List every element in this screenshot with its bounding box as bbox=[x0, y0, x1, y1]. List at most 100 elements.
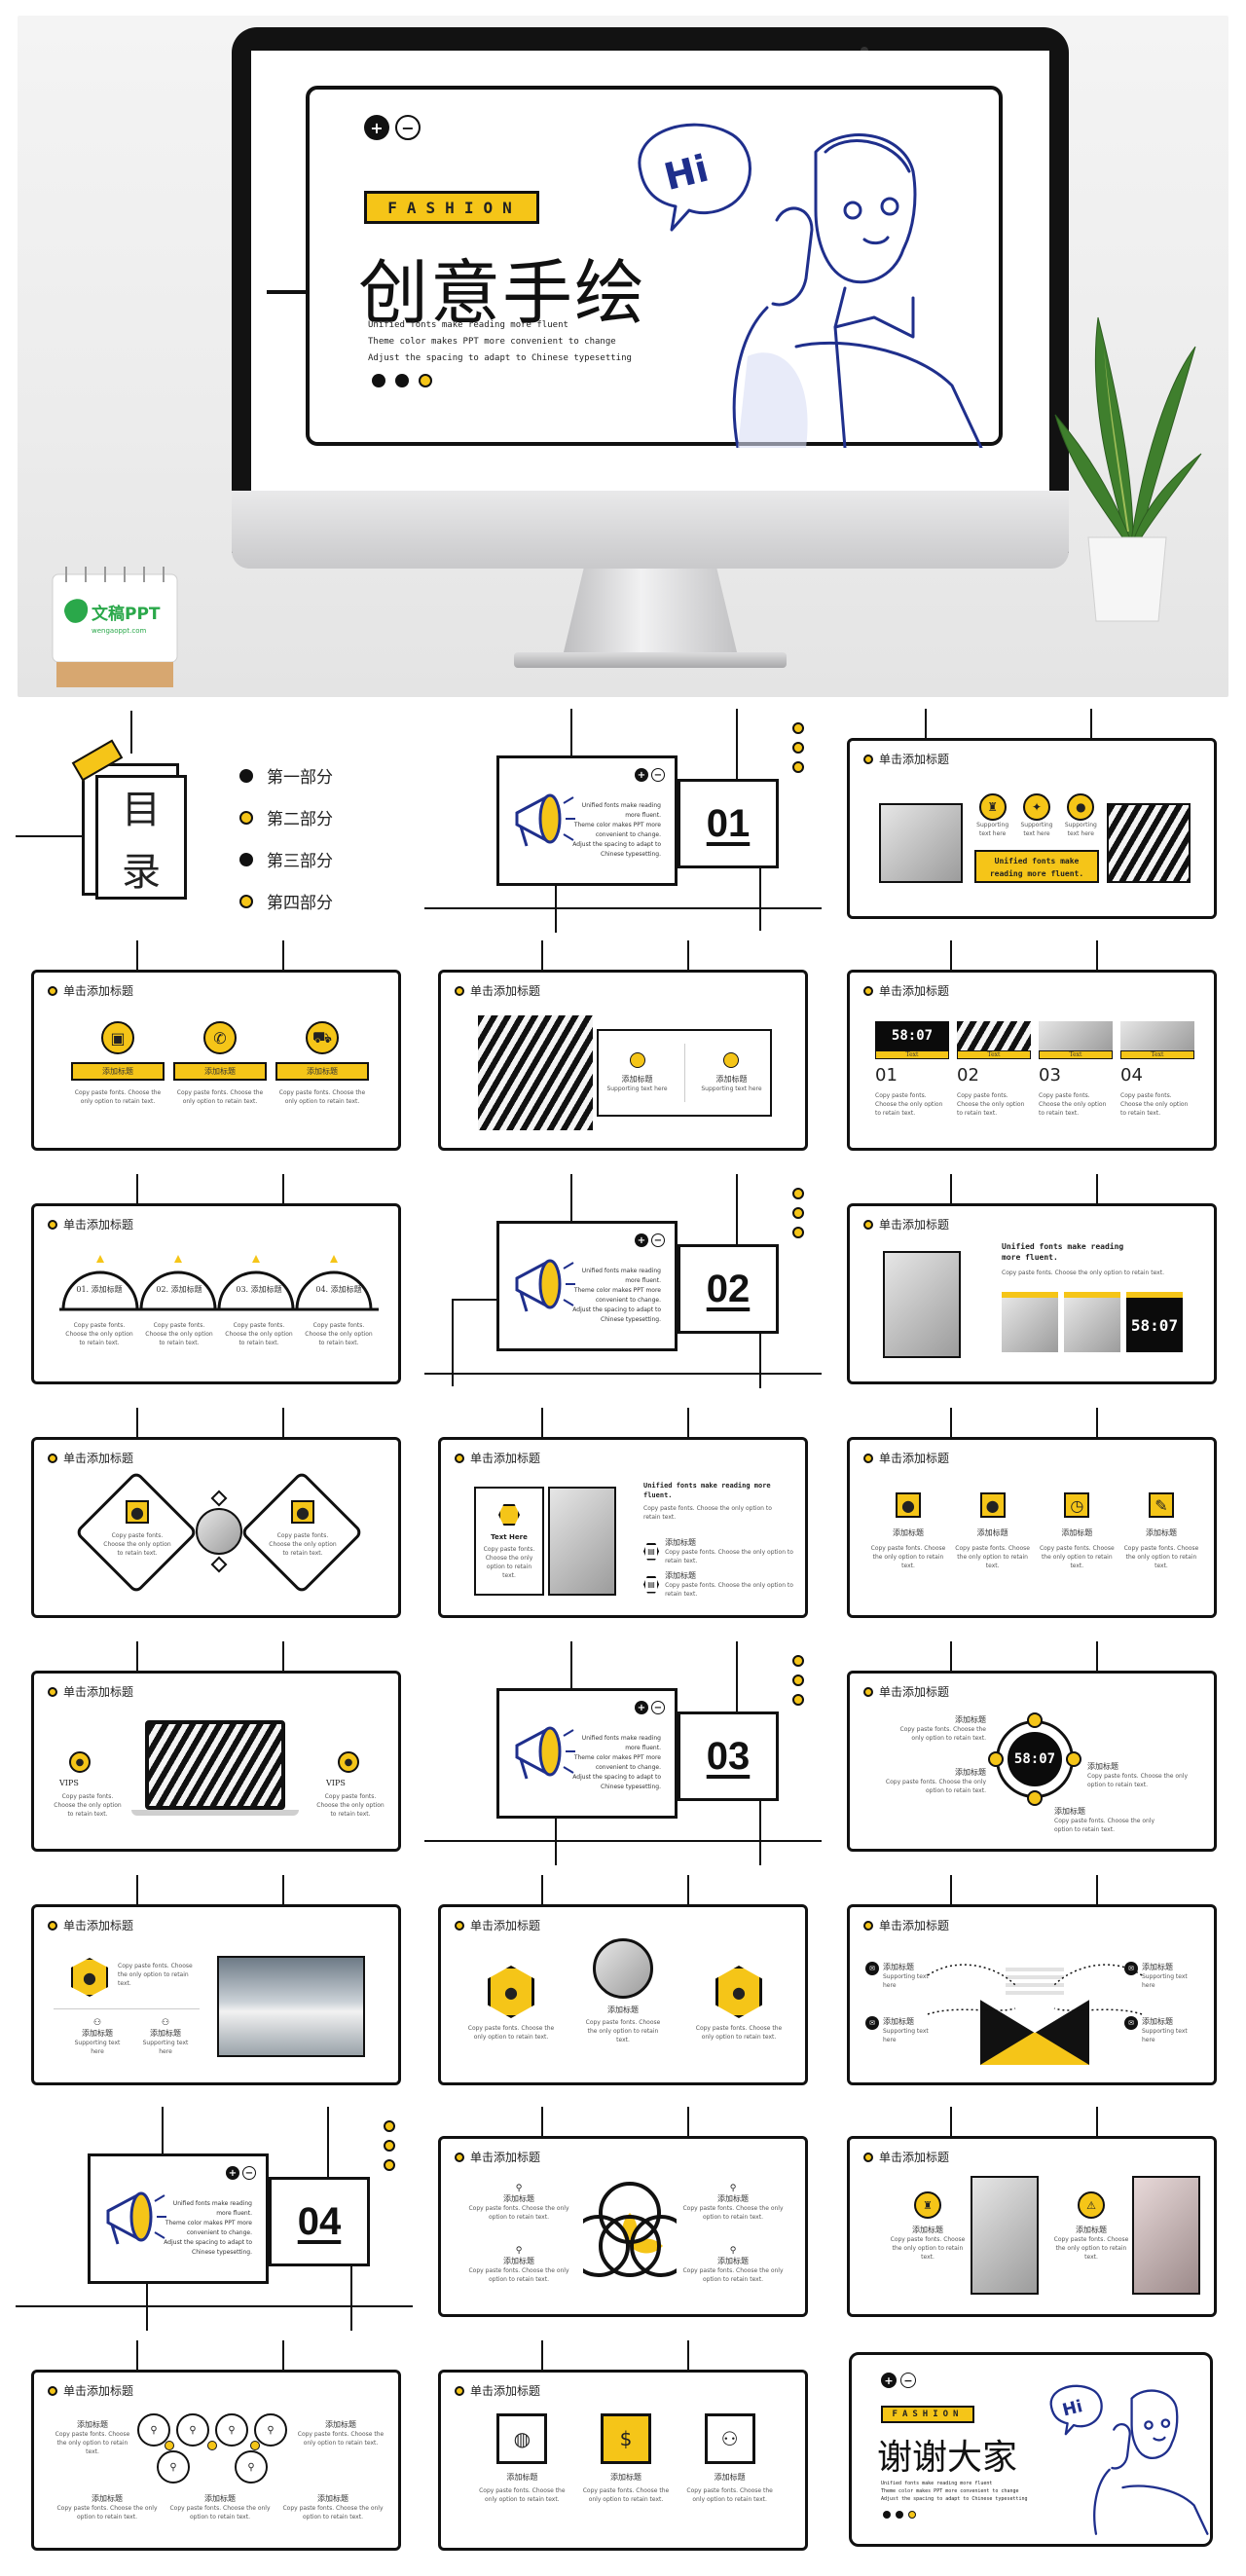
support-text: Supporting text here bbox=[1142, 2028, 1188, 2043]
headphone-photo bbox=[971, 2176, 1039, 2295]
body-text: Copy paste fonts. Choose the only option… bbox=[955, 1545, 1031, 1569]
org-chart-icon: ⚲ bbox=[729, 2246, 737, 2256]
body-text: Copy paste fonts. Choose the only option… bbox=[55, 2431, 130, 2455]
bullet-dot bbox=[239, 894, 253, 908]
plus-minus-icons: +− bbox=[881, 2373, 916, 2388]
support-text: Supporting text here bbox=[1064, 822, 1097, 837]
org-chart-icon: ⚲ bbox=[157, 2450, 190, 2484]
banner-line: reading more fluent. bbox=[989, 869, 1084, 878]
section-line bbox=[759, 1778, 761, 1865]
toc-item[interactable]: 第二部分 bbox=[239, 805, 333, 829]
tick-line bbox=[687, 940, 689, 970]
bullet-dot bbox=[239, 768, 253, 783]
section-number-card: 04 bbox=[269, 2177, 370, 2266]
ring-node bbox=[988, 1751, 1004, 1767]
body-text: Copy paste fonts. Choose the only option… bbox=[899, 1726, 986, 1742]
slide-closing[interactable]: +− FASHION 谢谢大家 Unified fonts make readi… bbox=[849, 2352, 1213, 2547]
dot bbox=[384, 2120, 395, 2132]
slide-four-arches[interactable]: 单击添加标题 01. 添加标题 02. 添加标题 03. 添加标题 04. 添加… bbox=[31, 1203, 401, 1384]
slide-title-text: 单击添加标题 bbox=[63, 1218, 134, 1232]
section-number-card: 01 bbox=[678, 779, 779, 868]
train-photo bbox=[217, 1956, 365, 2057]
toc-item[interactable]: 第四部分 bbox=[239, 889, 333, 913]
card-title: Text Here bbox=[491, 1533, 528, 1541]
toc-item[interactable]: 第一部分 bbox=[239, 763, 333, 788]
section-text-line: Adjust the spacing to adapt to Chinese t… bbox=[572, 841, 661, 858]
slide-text-cards[interactable]: 单击添加标题 Text Here Copy paste fonts. Choos… bbox=[438, 1437, 808, 1618]
subtitle-line: Unified fonts make reading more fluent bbox=[368, 320, 568, 330]
section-text-line: Adjust the spacing to adapt to Chinese t… bbox=[572, 1306, 661, 1323]
slide-title-text: 单击添加标题 bbox=[879, 1218, 950, 1232]
section-line bbox=[759, 1310, 761, 1388]
icon-block: ●Supporting text here bbox=[1061, 793, 1100, 838]
user-icon: ● bbox=[338, 1751, 359, 1773]
slide-image-icons[interactable]: 单击添加标题 ♜Supporting text here ✦Supporting… bbox=[847, 738, 1217, 919]
dot bbox=[250, 2441, 260, 2450]
strip-item bbox=[1064, 1292, 1120, 1352]
section-line bbox=[146, 2280, 148, 2331]
org-chart-icon: ⚲ bbox=[729, 2184, 737, 2193]
body-text: Copy paste fonts. Choose the only option… bbox=[1087, 1773, 1189, 1788]
support-text: Supporting text here bbox=[74, 2040, 121, 2055]
slide-title-text: 单击添加标题 bbox=[879, 1685, 950, 1699]
user-chart-icon: ● bbox=[488, 1966, 534, 2018]
tick-line bbox=[950, 940, 952, 970]
dot bbox=[883, 2511, 891, 2519]
section-number: 04 bbox=[297, 2199, 342, 2243]
support-text: Supporting text here bbox=[883, 2028, 929, 2043]
tick-line bbox=[950, 1408, 952, 1437]
tick-line bbox=[541, 1408, 543, 1437]
diagram-label: 添加标题 bbox=[955, 1715, 986, 1724]
section-card: +− Unified fonts make reading more fluen… bbox=[496, 755, 678, 886]
megaphone-icon bbox=[515, 1259, 575, 1312]
slide-hexagons[interactable]: 单击添加标题 ● Copy paste fonts. Choose the on… bbox=[438, 1904, 808, 2085]
headphone-photo bbox=[883, 1251, 961, 1358]
section-number-card: 02 bbox=[678, 1244, 779, 1334]
divider bbox=[54, 2008, 200, 2009]
headphone-photo bbox=[593, 1938, 653, 1999]
slide-train[interactable]: 单击添加标题 ● Copy paste fonts. Choose the on… bbox=[31, 1904, 401, 2085]
slide-diamonds[interactable]: 单击添加标题 ● ● Copy paste fonts. Choose the … bbox=[31, 1437, 401, 1618]
body-text: Copy paste fonts. Choose the only option… bbox=[118, 1963, 193, 1987]
support-text: Supporting text here bbox=[883, 1973, 929, 1989]
section-line bbox=[350, 2243, 352, 2331]
plus-minus-icons: +− bbox=[635, 1701, 665, 1714]
hero-mockup: + − FASHION 创意手绘 Unified fonts make read… bbox=[18, 16, 1228, 697]
fashion-badge: FASHION bbox=[364, 191, 539, 224]
heading-line: Unified fonts make reading bbox=[1002, 1242, 1124, 1251]
arch-row bbox=[59, 1255, 379, 1311]
tick-line bbox=[136, 1408, 138, 1437]
item-label: 添加标题 bbox=[1142, 1963, 1173, 1971]
slide-laptop[interactable]: 单击添加标题 ● VIPS Copy paste fonts. Choose t… bbox=[31, 1671, 401, 1852]
logo-url: wengaoppt.com bbox=[92, 627, 146, 635]
label-bar: 添加标题 bbox=[173, 1062, 267, 1081]
slide-title: 单击添加标题 bbox=[48, 982, 133, 999]
toc-item[interactable]: 第三部分 bbox=[239, 847, 333, 871]
slide-title: 单击添加标题 bbox=[863, 1917, 949, 1933]
tick-line bbox=[282, 2340, 284, 2370]
photo-tag: Text bbox=[957, 1050, 1031, 1059]
tick-line bbox=[282, 940, 284, 970]
body-text: Copy paste fonts. Choose the only option… bbox=[682, 2205, 784, 2221]
slide-title: 单击添加标题 bbox=[455, 1450, 540, 1466]
body-text: Copy paste fonts. Choose the only option… bbox=[483, 1546, 535, 1579]
laptop-label: VIPS bbox=[59, 1779, 79, 1787]
frame-connector-line bbox=[267, 290, 310, 294]
